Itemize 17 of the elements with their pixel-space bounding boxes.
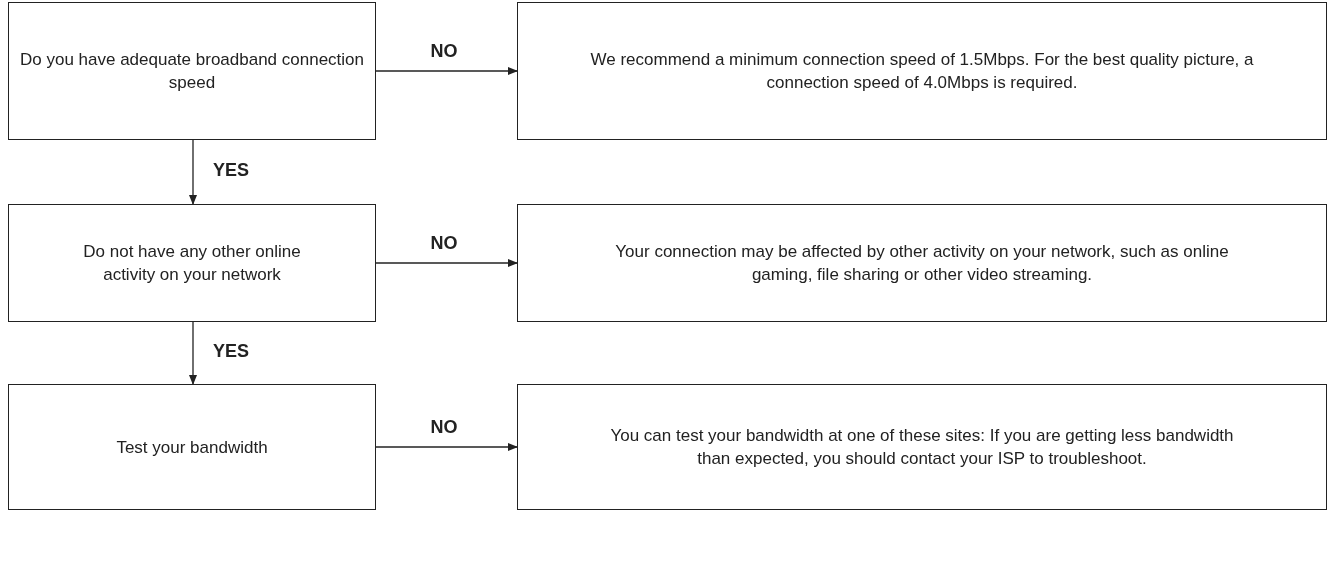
box-text: We recommend a minimum connection speed of 1.5Mbps. For the best quality picture, a connection speed of 4.0Mbps is required. [589, 49, 1255, 94]
arrow [189, 321, 197, 385]
box-text: Test your bandwidth [116, 436, 268, 459]
process-box [8, 384, 376, 510]
arrow [375, 67, 518, 75]
process-box [517, 384, 1327, 510]
arrow [375, 259, 518, 267]
box-text: Your connection may be affected by other activity on your network, such as online gaming, file sharing or other video streaming. [614, 241, 1230, 286]
box-text: Do not have any other online activity on your network [82, 241, 302, 286]
process-box [517, 2, 1327, 140]
arrow [189, 139, 197, 205]
box-text: You can test your bandwidth at one of these sites: If you are getting less bandwidth than expected, you should contact your ISP to troubleshoot. [609, 425, 1235, 470]
box-text: Do you have adequate broadband connection speed [19, 49, 365, 94]
process-box [517, 204, 1327, 322]
arrow [375, 443, 518, 451]
process-box [8, 204, 376, 322]
process-box [8, 2, 376, 140]
